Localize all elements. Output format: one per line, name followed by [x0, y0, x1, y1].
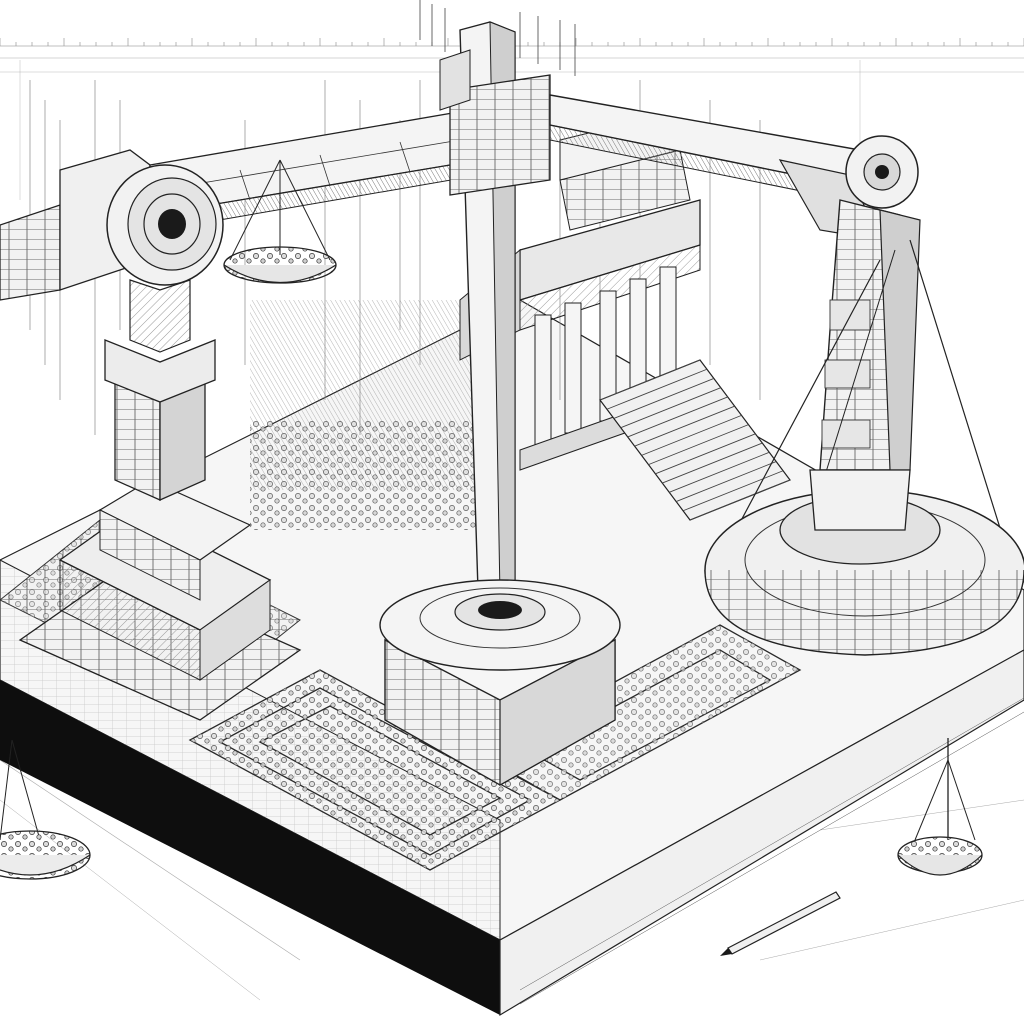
right-balance-arm: [549, 94, 919, 241]
grand-staircase: [599, 359, 791, 521]
central-pillar-base: [379, 579, 621, 787]
circular-scale-dish: [704, 239, 1024, 656]
hanging-scale-pan: [223, 159, 337, 284]
small-scale-right: [897, 738, 983, 876]
background-city: [29, 80, 761, 530]
central-pillar: [419, 0, 576, 599]
drafting-pencil: [720, 891, 841, 956]
stepped-ziggurat-tower: [18, 279, 302, 721]
right-scale-column: [819, 199, 921, 471]
wheel-hub: [106, 164, 224, 286]
small-scale-left: [0, 739, 91, 880]
